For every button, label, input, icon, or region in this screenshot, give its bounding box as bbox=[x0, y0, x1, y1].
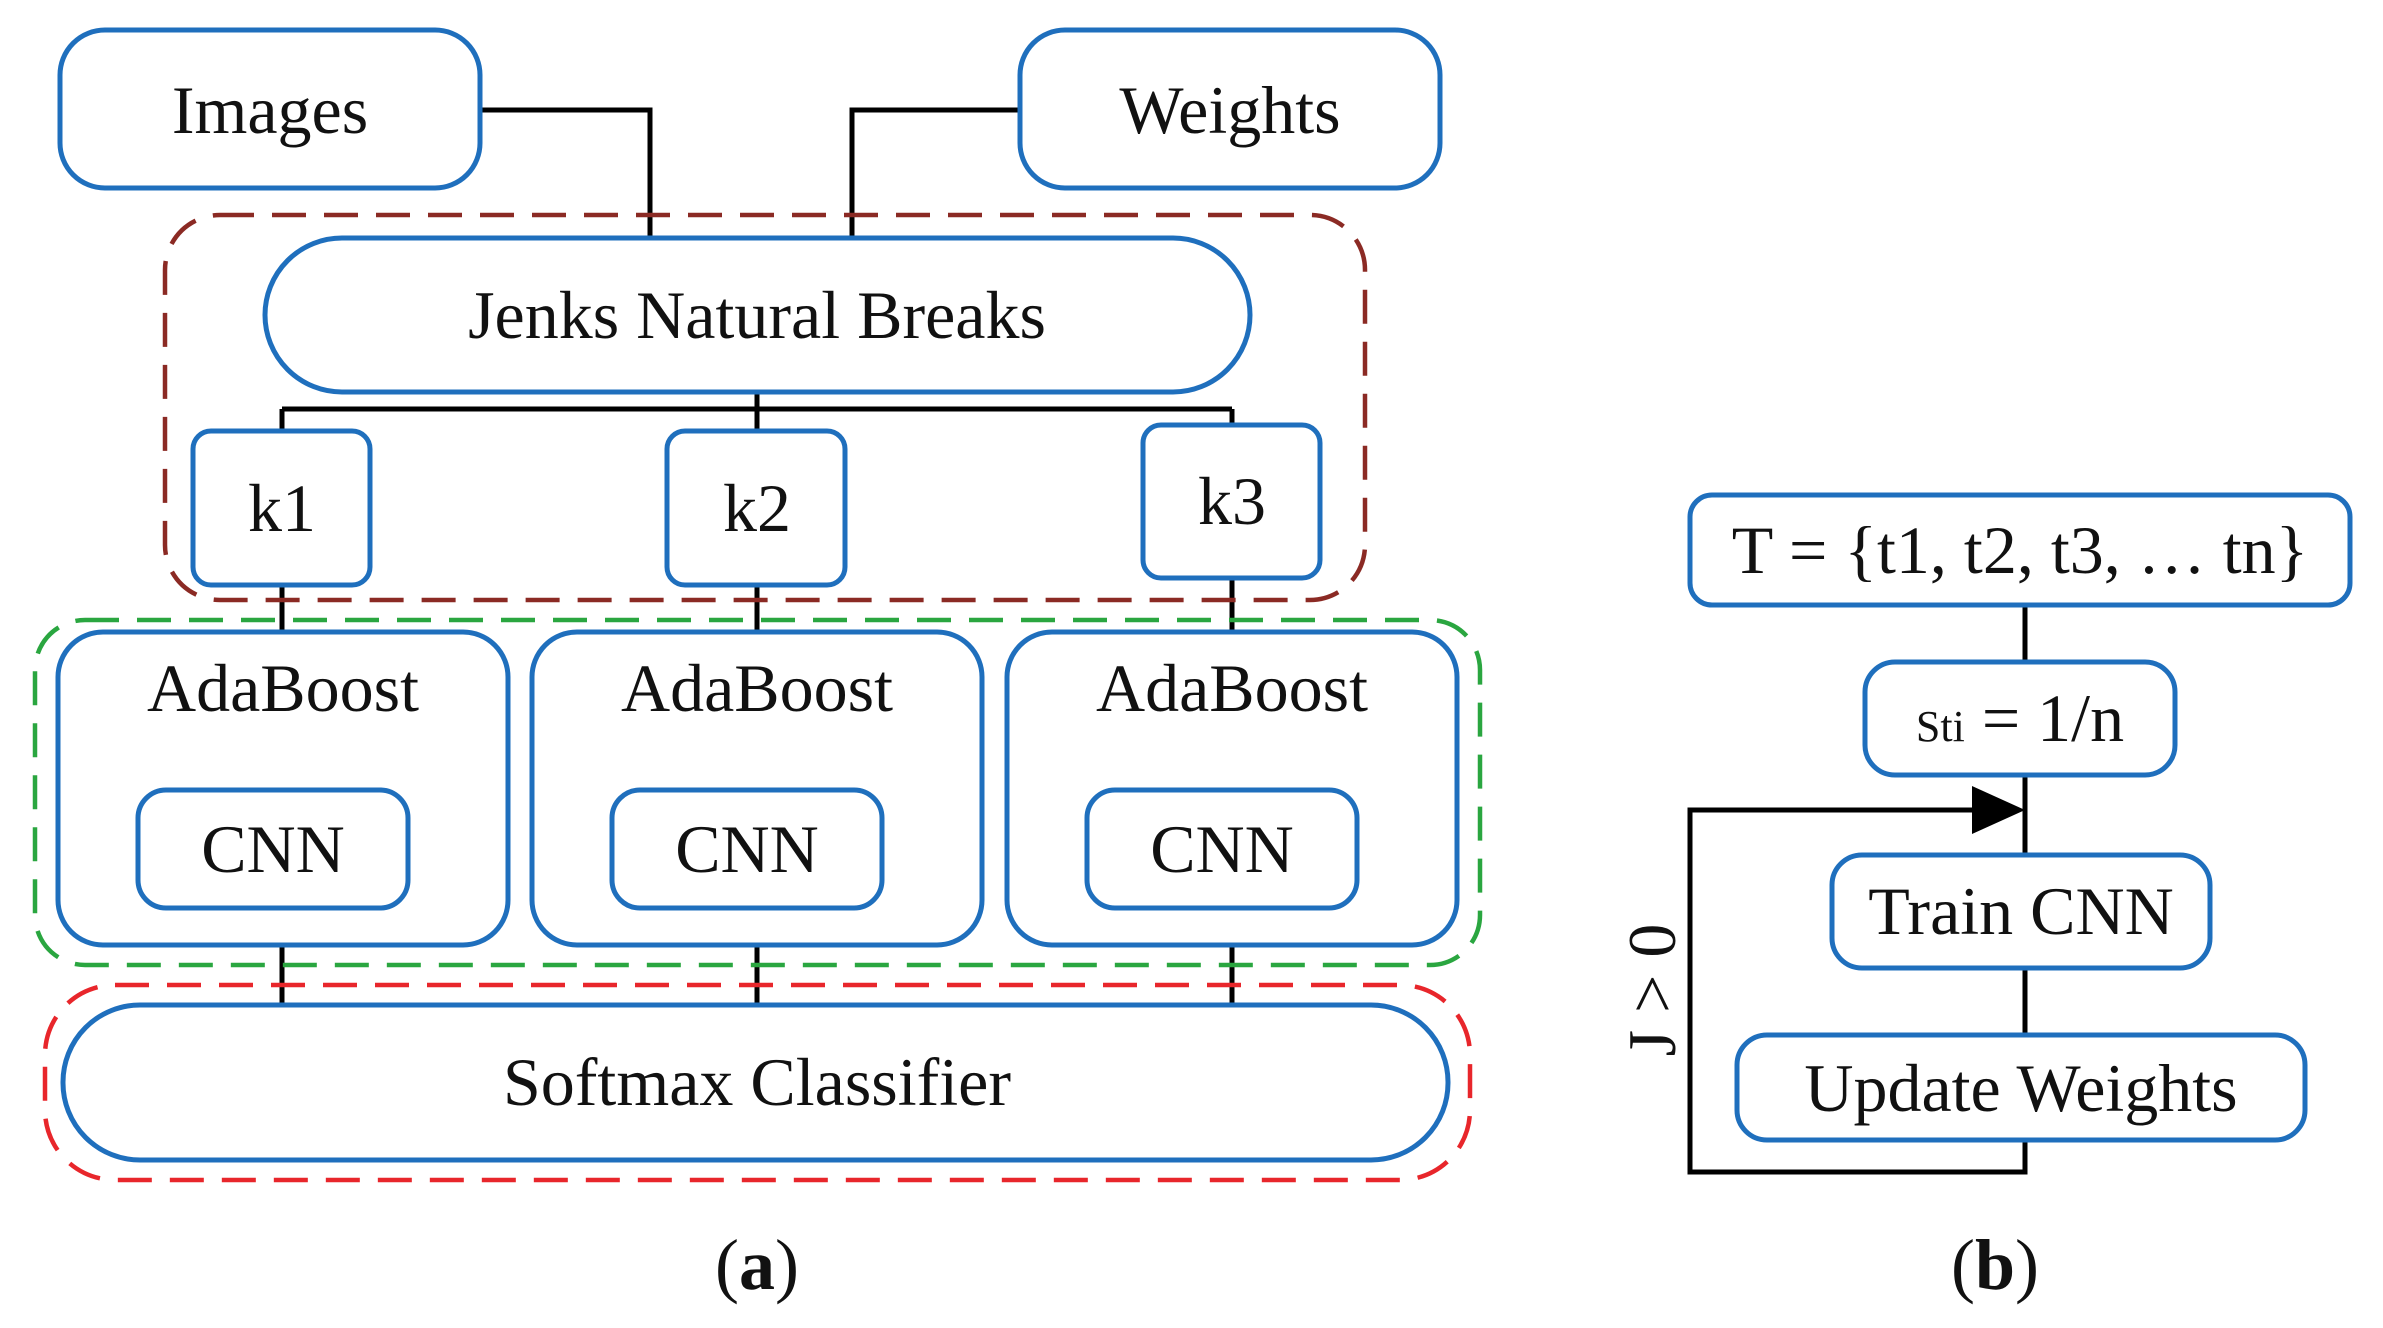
cnn-label-1: CNN bbox=[201, 811, 345, 887]
cnn-node-1: CNN bbox=[135, 787, 411, 911]
adaboost-group-frame bbox=[32, 617, 1483, 968]
k3-node: k3 bbox=[1140, 422, 1323, 581]
k1-node: k1 bbox=[190, 428, 373, 588]
k1-label: k1 bbox=[248, 470, 316, 546]
softmax-label: Softmax Classifier bbox=[503, 1044, 1011, 1120]
caption-a-open: ( bbox=[715, 1225, 739, 1305]
weights-node: Weights bbox=[1017, 27, 1443, 191]
jenks-group-frame bbox=[162, 212, 1368, 603]
update-weights-label: Update Weights bbox=[1804, 1050, 2237, 1126]
caption-a-letter: a bbox=[739, 1225, 775, 1305]
sti-node: Sti = 1/n bbox=[1862, 659, 2178, 778]
connector-images-to-jenks bbox=[480, 107, 653, 238]
panel-b-connectors bbox=[1687, 605, 2028, 1175]
loop-arrowhead bbox=[1972, 786, 2025, 834]
sti-value-label: = 1/n bbox=[1965, 680, 2124, 756]
train-cnn-node: Train CNN bbox=[1829, 852, 2213, 971]
cnn-node-3: CNN bbox=[1084, 787, 1360, 911]
sti-sub-label: Sti bbox=[1916, 702, 1965, 751]
loop-condition-label: J > 0 bbox=[1614, 924, 1690, 1057]
k3-label: k3 bbox=[1198, 463, 1266, 539]
tset-node: T = {t1, t2, t3, … tn} bbox=[1687, 492, 2353, 608]
train-cnn-label: Train CNN bbox=[1868, 873, 2173, 949]
loop-back-line bbox=[1687, 807, 2028, 1175]
caption-b: (b) bbox=[1951, 1225, 2039, 1305]
tset-label: T = {t1, t2, t3, … tn} bbox=[1732, 512, 2309, 588]
cnn-node-2: CNN bbox=[609, 787, 885, 911]
softmax-group-frame bbox=[42, 982, 1473, 1183]
adaboost-label-2: AdaBoost bbox=[621, 650, 893, 726]
k2-node: k2 bbox=[664, 428, 848, 588]
adaboost-label-3: AdaBoost bbox=[1096, 650, 1368, 726]
caption-b-close: ) bbox=[2015, 1225, 2039, 1305]
connector-weights-to-jenks bbox=[849, 107, 1020, 238]
caption-a-close: ) bbox=[775, 1225, 799, 1305]
images-node: Images bbox=[57, 27, 483, 191]
caption-a: (a) bbox=[715, 1225, 799, 1305]
k2-label: k2 bbox=[723, 470, 791, 546]
softmax-node: Softmax Classifier bbox=[60, 1002, 1451, 1163]
jenks-label: Jenks Natural Breaks bbox=[468, 277, 1046, 353]
sti-label: Sti = 1/n bbox=[1916, 680, 2124, 756]
cnn-label-3: CNN bbox=[1150, 811, 1294, 887]
panel-a-connectors bbox=[279, 107, 1235, 1005]
weights-label: Weights bbox=[1119, 72, 1340, 148]
update-weights-node: Update Weights bbox=[1734, 1032, 2308, 1143]
caption-b-letter: b bbox=[1975, 1225, 2015, 1305]
jenks-node: Jenks Natural Breaks bbox=[262, 235, 1253, 395]
adaboost-label-1: AdaBoost bbox=[147, 650, 419, 726]
caption-b-open: ( bbox=[1951, 1225, 1975, 1305]
cnn-label-2: CNN bbox=[675, 811, 819, 887]
images-label: Images bbox=[172, 72, 368, 148]
